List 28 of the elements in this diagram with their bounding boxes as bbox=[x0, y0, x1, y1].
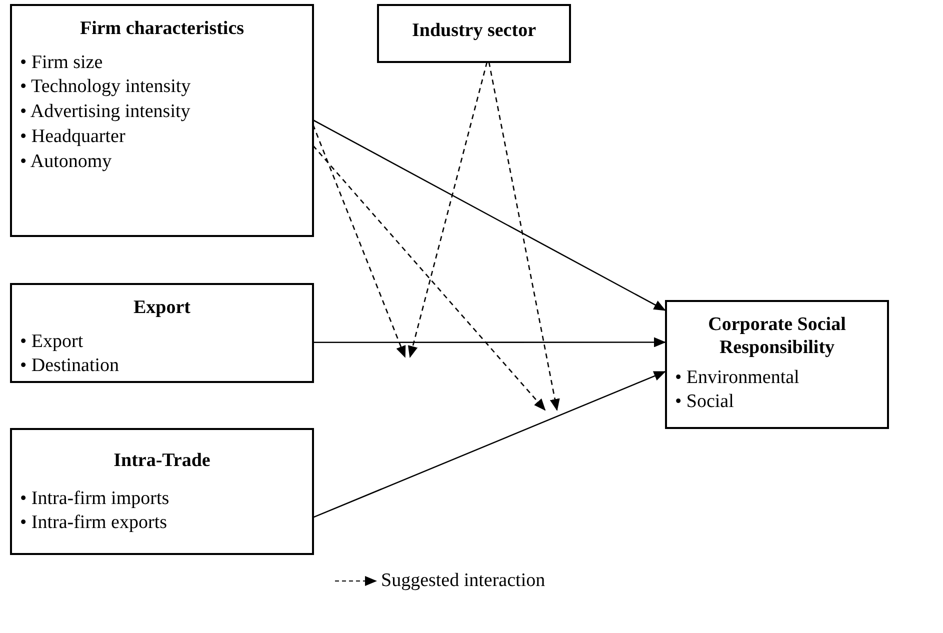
box-heading: Intra-Trade bbox=[112, 450, 212, 473]
legend-text: Suggested interaction bbox=[381, 570, 546, 592]
bullet-item: • Export bbox=[20, 330, 84, 354]
factor-box bbox=[10, 4, 314, 237]
factor-box bbox=[377, 4, 571, 63]
dashed-arrow bbox=[408, 62, 488, 358]
factor-box bbox=[665, 300, 889, 429]
dashed-arrow bbox=[312, 145, 546, 411]
factor-box bbox=[10, 283, 314, 383]
bullet-item: • Intra-firm exports bbox=[20, 511, 168, 536]
bullet-item: • Autonomy bbox=[20, 150, 113, 174]
bullet-item: • Environmental bbox=[675, 366, 800, 390]
bullet-item: • Firm size bbox=[20, 50, 104, 75]
arrow bbox=[313, 337, 666, 348]
arrow bbox=[312, 119, 666, 311]
bullet-item: • Destination bbox=[20, 354, 120, 378]
dashed-arrow bbox=[488, 62, 560, 411]
bullet-item: • Social bbox=[675, 390, 735, 414]
box-heading: Export bbox=[132, 297, 192, 320]
bullet-item: • Technology intensity bbox=[20, 75, 192, 100]
bullet-item: • Intra-firm imports bbox=[20, 486, 170, 511]
bullet-item: • Headquarter bbox=[20, 124, 126, 149]
bullet-item: • Advertising intensity bbox=[20, 100, 192, 124]
box-heading: Corporate Social Responsibility bbox=[707, 314, 847, 360]
box-heading: Firm characteristics bbox=[78, 18, 246, 41]
box-heading: Industry sector bbox=[410, 20, 538, 43]
factor-box bbox=[10, 428, 314, 555]
arrow bbox=[312, 371, 666, 518]
